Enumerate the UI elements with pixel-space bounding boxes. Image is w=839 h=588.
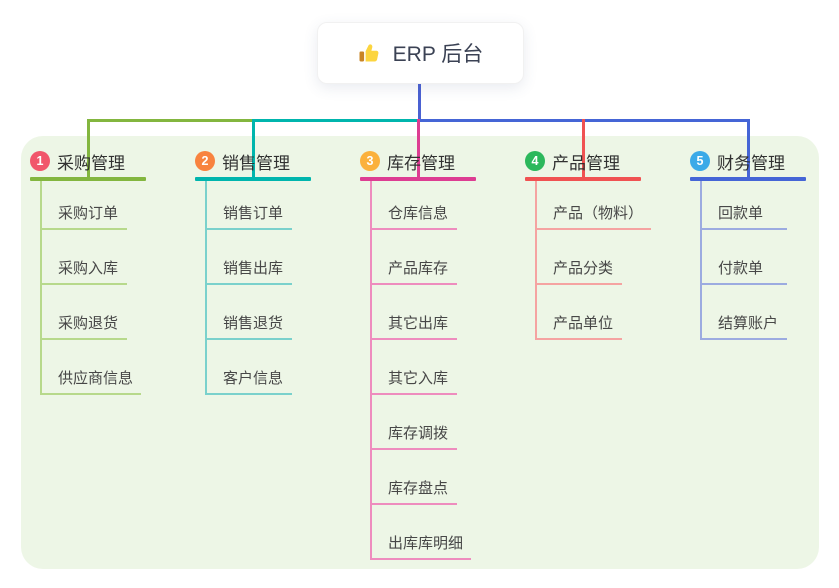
child-node[interactable]: 销售退货 [207,285,292,340]
child-node[interactable]: 库存盘点 [372,450,457,505]
branch-column: 5 财务管理 回款单 付款单 结算账户 [690,148,839,340]
child-label: 其它出库 [388,315,449,332]
child-label: 回款单 [718,205,764,222]
child-node[interactable]: 结算账户 [702,285,787,340]
branch-column: 2 销售管理 销售订单 销售出库 销售退货 客户信息 [195,148,360,395]
child-node[interactable]: 其它入库 [372,340,457,395]
child-node[interactable]: 采购订单 [42,181,127,230]
child-node[interactable]: 供应商信息 [42,340,142,395]
child-label: 产品单位 [553,315,614,332]
thumbs-up-icon [358,41,382,65]
child-label: 仓库信息 [388,205,449,222]
child-node[interactable]: 采购入库 [42,230,127,285]
child-node[interactable]: 回款单 [702,181,787,230]
branch-underline [690,177,806,181]
child-node[interactable]: 销售订单 [207,181,292,230]
child-node[interactable]: 客户信息 [207,340,292,395]
branch-column: 3 库存管理 仓库信息 产品库存 其它出库 其它入库 库存调拨 库存盘点 出库库… [360,148,525,560]
child-label: 销售订单 [223,205,284,222]
branch-column: 4 产品管理 产品（物料） 产品分类 产品单位 [525,148,690,340]
branch-underline [30,177,146,181]
child-node[interactable]: 库存调拨 [372,395,457,450]
child-node[interactable]: 产品单位 [537,285,622,340]
branch-node[interactable]: 1 采购管理 [30,148,195,174]
connector-line [87,119,254,122]
child-label: 产品库存 [388,260,449,277]
child-node[interactable]: 其它出库 [372,285,457,340]
branch-label: 采购管理 [57,153,125,173]
child-label: 结算账户 [718,315,779,332]
child-label: 采购入库 [58,260,119,277]
branch-children: 仓库信息 产品库存 其它出库 其它入库 库存调拨 库存盘点 出库库明细 [370,181,472,560]
branch-label: 库存管理 [387,153,455,173]
branch-drop-line [252,119,255,177]
root-connector-line [418,82,421,122]
connector-line [252,119,419,122]
branch-node[interactable]: 3 库存管理 [360,148,525,174]
branch-node[interactable]: 2 销售管理 [195,148,360,174]
child-label: 其它入库 [388,370,449,387]
branch-children: 采购订单 采购入库 采购退货 供应商信息 [40,181,142,395]
child-label: 供应商信息 [58,370,134,387]
branch-number-badge: 5 [690,151,710,171]
branch-node[interactable]: 5 财务管理 [690,148,839,174]
child-node[interactable]: 产品分类 [537,230,622,285]
child-label: 产品分类 [553,260,614,277]
child-label: 库存调拨 [388,425,449,442]
branch-number-badge: 2 [195,151,215,171]
child-label: 付款单 [718,260,764,277]
branches-background-panel [21,136,819,569]
branch-children: 销售订单 销售出库 销售退货 客户信息 [205,181,292,395]
branch-drop-line [87,119,90,177]
root-title: ERP 后台 [392,43,484,66]
branch-drop-line [417,119,420,177]
root-node[interactable]: ERP 后台 [317,22,524,84]
branch-number-badge: 4 [525,151,545,171]
branch-label: 财务管理 [717,153,785,173]
branch-label: 销售管理 [222,153,290,173]
child-node[interactable]: 出库库明细 [372,505,472,560]
child-label: 出库库明细 [388,535,464,552]
child-label: 库存盘点 [388,480,449,497]
branch-children: 产品（物料） 产品分类 产品单位 [535,181,652,340]
branch-label: 产品管理 [552,153,620,173]
child-node[interactable]: 仓库信息 [372,181,457,230]
branch-underline [195,177,311,181]
child-node[interactable]: 付款单 [702,230,787,285]
branch-underline [360,177,476,181]
child-label: 产品（物料） [553,205,644,222]
child-label: 销售出库 [223,260,284,277]
child-label: 销售退货 [223,315,284,332]
child-label: 采购订单 [58,205,119,222]
branch-children: 回款单 付款单 结算账户 [700,181,787,340]
child-node[interactable]: 采购退货 [42,285,127,340]
child-label: 采购退货 [58,315,119,332]
branch-drop-line [747,119,750,177]
branch-number-badge: 3 [360,151,380,171]
branch-underline [525,177,641,181]
child-node[interactable]: 销售出库 [207,230,292,285]
child-node[interactable]: 产品库存 [372,230,457,285]
child-node[interactable]: 产品（物料） [537,181,652,230]
branch-node[interactable]: 4 产品管理 [525,148,690,174]
child-label: 客户信息 [223,370,284,387]
branch-column: 1 采购管理 采购订单 采购入库 采购退货 供应商信息 [30,148,195,395]
branch-drop-line [582,119,585,177]
branch-number-badge: 1 [30,151,50,171]
